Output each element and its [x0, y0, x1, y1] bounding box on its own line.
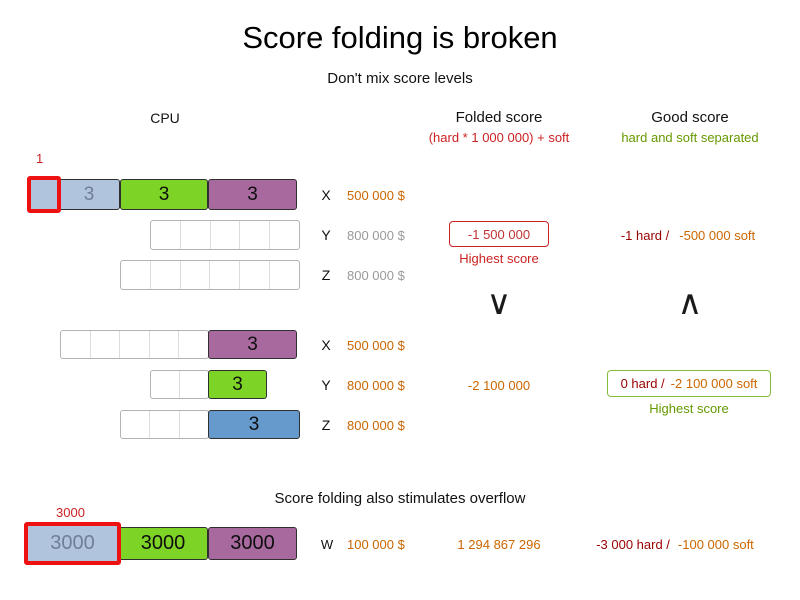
- empty-cell: [270, 261, 299, 289]
- row-cost-y-bottom: 800 000 $: [347, 378, 405, 393]
- row-cost-x-bottom: 500 000 $: [347, 338, 405, 353]
- good-hard-value-overflow: -3 000 hard /: [596, 537, 670, 552]
- cpu-bar-y-top: [150, 220, 300, 250]
- folded-highest-note: Highest score: [459, 251, 539, 266]
- empty-bar: [150, 370, 209, 399]
- column-header-folded-score: Folded score: [455, 109, 543, 126]
- segment-purple: 3000: [208, 527, 297, 560]
- cpu-bar-z-top: [120, 260, 300, 290]
- empty-cell: [240, 221, 271, 249]
- folded-score-formula: (hard * 1 000 000) + soft: [428, 130, 570, 145]
- folded-score-value-bottom: -2 100 000: [467, 378, 531, 393]
- segment-green: 3: [120, 179, 208, 210]
- folded-worse-symbol: ∨: [486, 284, 512, 322]
- segment-green: 3000: [118, 527, 208, 560]
- empty-cell: [121, 261, 151, 289]
- empty-cell: [151, 261, 181, 289]
- segment-blue: 3: [208, 410, 300, 439]
- page-title: Score folding is broken: [242, 20, 558, 55]
- empty-cell: [91, 331, 121, 358]
- empty-cell: [180, 371, 208, 398]
- empty-bar: [120, 410, 209, 439]
- empty-cell: [181, 221, 211, 249]
- good-score-description: hard and soft separated: [621, 130, 759, 145]
- empty-cell: [180, 411, 208, 438]
- row-label-w: W: [320, 537, 334, 552]
- empty-cell: [120, 331, 150, 358]
- annotation-overload-3000: 3000: [56, 505, 85, 520]
- good-soft-value-top: -500 000 soft: [679, 228, 756, 243]
- empty-cell: [121, 411, 151, 438]
- empty-cell: [151, 221, 181, 249]
- subtitle: Don't mix score levels: [327, 70, 473, 87]
- cpu-bar-x-top: 3 3 3: [27, 176, 297, 213]
- column-header-cpu: CPU: [150, 110, 180, 126]
- folded-score-value-overflow: 1 294 867 296: [457, 537, 541, 552]
- empty-cell: [179, 331, 208, 358]
- row-cost-z-top: 800 000 $: [347, 268, 405, 283]
- good-score-line-overflow: -3 000 hard / -100 000 soft: [575, 537, 775, 552]
- empty-cell: [211, 221, 241, 249]
- empty-bar: [150, 220, 300, 250]
- empty-cell: [151, 371, 180, 398]
- good-score-box-bottom: 0 hard / -2 100 000 soft: [607, 370, 771, 397]
- cpu-bar-x-bottom: 3: [60, 330, 297, 359]
- row-label-y-bottom: Y: [321, 377, 331, 393]
- good-soft-value-bottom: -2 100 000 soft: [670, 376, 758, 391]
- segment-lightblue: 3: [58, 179, 120, 210]
- row-label-z-top: Z: [321, 267, 331, 283]
- annotation-overload-1: 1: [36, 151, 44, 166]
- highlighted-overload-segment: [27, 176, 61, 213]
- good-hard-value-top: -1 hard /: [620, 228, 670, 243]
- empty-cell: [181, 261, 211, 289]
- empty-cell: [61, 331, 91, 358]
- row-label-z-bottom: Z: [321, 417, 331, 433]
- row-cost-x-top: 500 000 $: [347, 188, 405, 203]
- column-header-good-score: Good score: [651, 109, 729, 126]
- cpu-bar-z-bottom: 3: [120, 410, 300, 439]
- good-soft-value-overflow: -100 000 soft: [677, 537, 754, 552]
- empty-cell: [150, 331, 180, 358]
- good-better-symbol: ∧: [677, 284, 703, 322]
- row-label-x-top: X: [321, 187, 331, 203]
- row-label-y-top: Y: [321, 227, 331, 243]
- segment-purple: 3: [208, 330, 297, 359]
- cpu-bar-w: 3000 3000 3000: [24, 522, 297, 565]
- overflow-caption: Score folding also stimulates overflow: [274, 490, 526, 507]
- row-cost-w: 100 000 $: [347, 537, 405, 552]
- empty-cell: [240, 261, 271, 289]
- segment-purple: 3: [208, 179, 297, 210]
- empty-bar: [120, 260, 300, 290]
- row-cost-y-top: 800 000 $: [347, 228, 405, 243]
- good-highest-note: Highest score: [649, 401, 729, 416]
- row-label-x-bottom: X: [321, 337, 331, 353]
- highlighted-overload-segment: 3000: [24, 522, 121, 565]
- cpu-bar-y-bottom: 3: [150, 370, 267, 399]
- empty-cell: [150, 411, 180, 438]
- segment-green: 3: [208, 370, 267, 399]
- good-score-line-top: -1 hard / -500 000 soft: [590, 228, 786, 243]
- folded-score-value-top: -1 500 000: [467, 226, 531, 242]
- good-hard-value-bottom: 0 hard /: [620, 376, 665, 391]
- row-cost-z-bottom: 800 000 $: [347, 418, 405, 433]
- empty-cell: [270, 221, 299, 249]
- folded-score-box-top: -1 500 000: [449, 221, 549, 247]
- empty-bar: [60, 330, 209, 359]
- empty-cell: [210, 261, 241, 289]
